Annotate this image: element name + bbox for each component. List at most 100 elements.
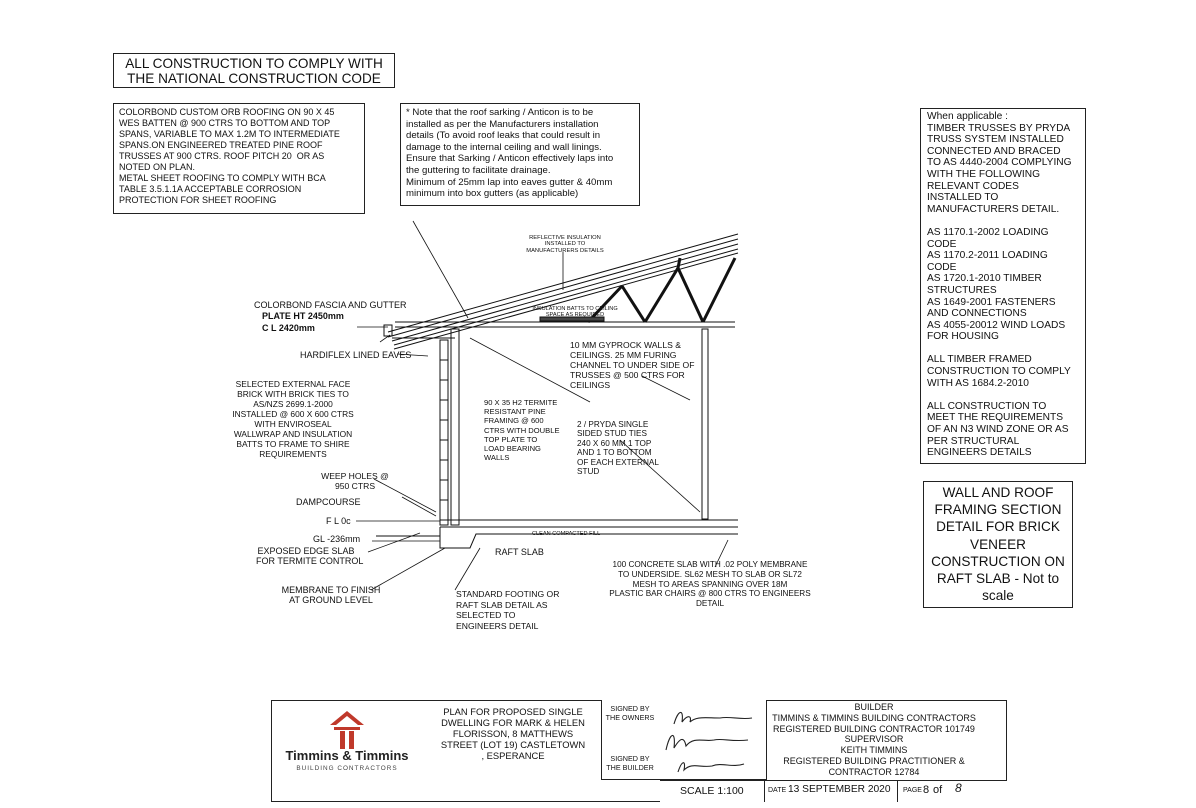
reflective-label-line: INSTALLED TO	[544, 241, 586, 248]
page-of: of	[933, 784, 943, 796]
framing-label-line: TOP PLATE TO	[484, 434, 538, 444]
gutter-icon	[383, 324, 393, 337]
gyprock-label-line: CEILINGS	[570, 380, 611, 390]
detail-title-line: VENEER	[970, 536, 1026, 552]
truss-note-line: PER STRUCTURAL	[927, 435, 1020, 447]
label-ground-level: GL -236mm	[313, 534, 361, 544]
external-wall-stud	[450, 328, 460, 526]
plan-desc-line: DWELLING FOR MARK & HELEN	[441, 717, 585, 728]
sarking-note-line: details (To avoid roof leaks that could …	[406, 130, 601, 142]
logo: Timmins & Timmins BUILDING CONTRACTORS	[272, 701, 422, 781]
reflective-label-line: REFLECTIVE INSULATION	[529, 235, 601, 241]
signed-owners-line: SIGNED BY	[610, 704, 650, 713]
label-gyprock: 10 MM GYPROCK WALLS &CEILINGS. 25 MM FUR…	[570, 340, 694, 390]
roofing-note-line: SPANS, VARIABLE TO MAX 1.2M TO INTERMEDI…	[119, 129, 340, 139]
plan-desc-line: PLAN FOR PROPOSED SINGLE	[443, 706, 583, 717]
detail-title-line: scale	[982, 588, 1014, 604]
truss-note-line: AS 1720.1-2010 TIMBER	[927, 273, 1042, 285]
truss-note-line: AS 1170.2-2011 LOADING	[927, 250, 1048, 262]
label-floor-level: F L 0c	[326, 516, 351, 526]
logo-name: Timmins & Timmins	[285, 748, 409, 763]
roofing-note-line: METAL SHEET ROOFING TO COMPLY WITH BCA	[119, 173, 326, 183]
plan-desc-line: FLORISSON, 8 MATTHEWS	[452, 728, 574, 739]
roofing-note-line: NOTED ON PLAN.	[119, 162, 196, 172]
truss-note-line: ENGINEERS DETAILS	[927, 447, 1032, 459]
sarking-note-line: damage to the internal ceiling and wall …	[406, 141, 602, 153]
brick-veneer	[439, 339, 449, 526]
roofing-note-line: COLORBOND CUSTOM ORB ROOFING ON 90 X 45	[119, 107, 335, 117]
truss-note-line: WITH AS 1684.2-2010	[927, 377, 1029, 389]
brick-label-line: INSTALLED @ 600 X 600 CTRS	[232, 409, 354, 419]
edge-label-line: FOR TERMITE CONTROL	[256, 556, 364, 566]
framing-label-line: LOAD BEARING	[484, 444, 541, 454]
truss-note-line: CODE	[927, 238, 957, 250]
stud-ties-label-line: AND 1 TO BOTTOM	[577, 448, 652, 458]
framing-label-line: 90 X 35 H2 TERMITE	[484, 398, 558, 407]
logo-mark-icon	[330, 711, 364, 749]
sarking-note-line: * Note that the roof sarking / Anticon i…	[406, 107, 594, 118]
gyprock-label-line: TRUSSES @ 500 CTRS FOR	[570, 370, 685, 380]
brick-label-line: REQUIREMENTS	[259, 449, 327, 459]
sarking-note-line: Minimum of 25mm lap into eaves gutter & …	[406, 176, 613, 188]
brick-label-line: SELECTED EXTERNAL FACE	[235, 379, 351, 389]
truss-note-line: FOR HOUSING	[927, 331, 999, 343]
stud-ties-label-line: 240 X 60 MM 1 TOP	[577, 438, 652, 448]
footing-label-line: SELECTED TO	[456, 610, 516, 621]
brick-label-line: AS/NZS 2699.1-2000	[253, 399, 333, 409]
label-weep-holes: WEEP HOLES @950 CTRS	[318, 471, 392, 491]
sarking-note: * Note that the roof sarking / Anticon i…	[400, 103, 640, 206]
roofing-note-line: SPANS.ON ENGINEERED TREATED PINE ROOF	[119, 140, 323, 150]
framing-label-line: CTRS WITH DOUBLE	[484, 425, 560, 435]
batts-label-line: SPACE AS REQUIRED	[545, 312, 605, 318]
date-label: DATE	[768, 787, 787, 794]
builder-info-line: BUILDER	[854, 702, 894, 712]
header-line-1: ALL CONSTRUCTION TO COMPLY WITH	[125, 56, 383, 71]
framing-label-line: FRAMING @ 600	[484, 416, 544, 426]
plan-desc-line: , ESPERANCE	[481, 750, 545, 761]
brick-label-line: BRICK WITH BRICK TIES TO	[237, 389, 349, 399]
detail-title-line: FRAMING SECTION	[934, 502, 1062, 518]
detail-title-line: WALL AND ROOF	[942, 485, 1054, 500]
gyprock-label-line: CHANNEL TO UNDER SIDE OF	[570, 360, 695, 370]
weep-label-line: 950 CTRS	[334, 481, 376, 491]
roofing-note-line: TABLE 3.5.1.1a ACCEPTABLE CORROSION	[119, 184, 302, 194]
stud-ties-label-line: STUD	[577, 467, 600, 477]
label-plate-height: PLATE HT 2450mm	[262, 311, 344, 321]
truss-note-line: RELEVANT CODES	[927, 180, 1019, 192]
detail-title-line: CONSTRUCTION ON	[931, 553, 1065, 569]
truss-note-line: MANUFACTURERS DETAIL.	[927, 203, 1060, 215]
truss-bottom-chord	[395, 321, 735, 328]
truss-note-line: WITH THE FOLLOWING	[927, 168, 1041, 180]
signed-builder-line: THE BUILDER	[606, 763, 654, 772]
builder-info-line: KEITH TIMMINS	[840, 745, 908, 756]
framing-label-line: RESISTANT PINE	[484, 407, 546, 417]
truss-note-line: TIMBER TRUSSES BY PRYDA	[927, 122, 1071, 134]
truss-note-line: CODE	[927, 261, 957, 273]
builder-info-line: TIMMINS & TIMMINS BUILDING CONTRACTORS	[772, 712, 976, 723]
truss-note-line: ALL CONSTRUCTION TO	[927, 400, 1047, 412]
slab-label-line: PLASTIC BAR CHAIRS @ 800 CTRS TO ENGINEE…	[609, 589, 811, 599]
builder-info-line: CONTRACTOR 12784	[828, 766, 920, 777]
truss-note-line: TO AS 4440-2004 COMPLYING	[927, 157, 1072, 169]
signature-builder-cell	[601, 739, 767, 780]
stud-ties-label-line: SIDED STUD TIES	[577, 429, 647, 439]
label-ceiling-level: C L 2420mm	[262, 323, 315, 333]
roofing-note-line: WES BATTEN @ 900 CTRS TO BOTTOM AND TOP	[119, 118, 331, 128]
stud-ties-label-line: 2 / PRYDA SINGLE	[577, 420, 649, 429]
header-compliance-note: ALL CONSTRUCTION TO COMPLY WITH THE NATI…	[113, 53, 395, 88]
internal-wall	[701, 328, 709, 520]
membrane-label-line: AT GROUND LEVEL	[289, 595, 373, 605]
plan-desc-line: STREET (LOT 19) CASTLETOWN	[440, 739, 586, 750]
truss-codes-note: When applicable :TIMBER TRUSSES BY PRYDA…	[920, 108, 1086, 464]
label-dampcourse: DAMPCOURSE	[296, 497, 361, 507]
label-slab-spec: 100 CONCRETE SLAB WITH .02 POLY MEMBRANE…	[598, 560, 822, 609]
